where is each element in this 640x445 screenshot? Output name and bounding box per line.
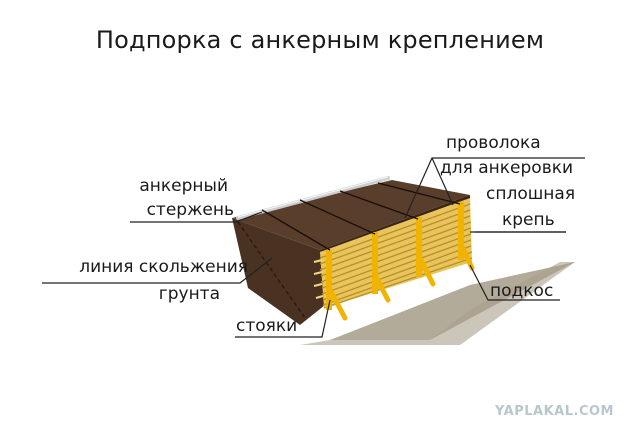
watermark-logo: YAPLAKAL.COM <box>495 404 614 419</box>
posts <box>326 202 464 310</box>
label-sheeting-2: крепь <box>502 210 555 230</box>
ground-plane <box>330 262 575 340</box>
label-wire-1: проволока <box>446 133 541 153</box>
soil-front-face <box>232 218 325 325</box>
label-wire-2: для анкеровки <box>440 158 574 178</box>
label-anchor-rod-1: анкерный <box>139 176 228 196</box>
label-strut: подкос <box>490 281 554 301</box>
anchor-wires <box>261 182 461 251</box>
leader-lines <box>42 157 585 338</box>
label-posts: стояки <box>236 316 298 336</box>
struts <box>327 241 475 321</box>
label-sheeting-1: сплошная <box>486 184 576 204</box>
label-slip-line-2: грунта <box>158 284 220 304</box>
sheeting-boards <box>313 198 473 309</box>
label-slip-line-1: линия скольжения <box>79 257 248 277</box>
page-title: Подпорка с анкерным креплением <box>95 26 545 54</box>
label-anchor-rod-2: стержень <box>146 200 234 220</box>
slip-line <box>237 221 306 319</box>
ground-plane-shadow <box>300 262 575 345</box>
soil-top-face <box>232 180 470 250</box>
